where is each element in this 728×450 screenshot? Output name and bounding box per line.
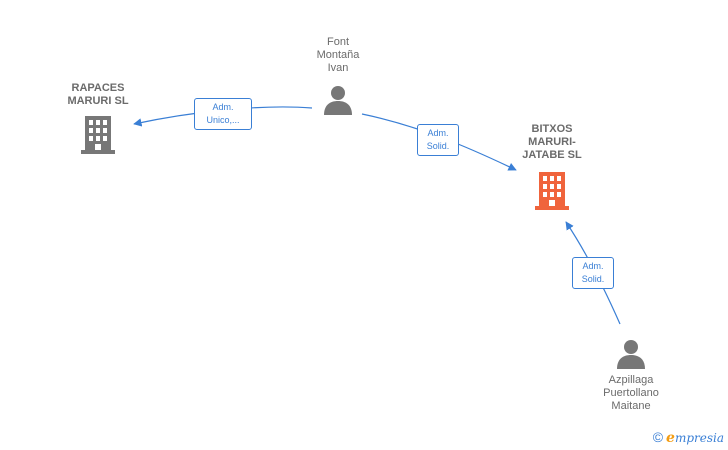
person-icon [617,340,645,369]
copyright-icon: © [652,429,664,445]
node-label-line: BITXOS [531,123,573,135]
node-label-line: Montaña [316,49,360,61]
node-azpillaga-puertollano-maitane[interactable]: Azpillaga Puertollano Maitane [586,339,676,413]
brand-logo-text: mpresia [674,431,724,445]
node-font-montana-ivan[interactable]: Font Montaña Ivan [298,36,378,115]
edge-label-line: Solid. [426,141,450,151]
node-label-line: Ivan [327,62,349,74]
brand-logo-e: e [666,430,675,446]
building-icon [535,172,569,210]
person-icon [324,86,352,115]
node-label-line: Puertollano [603,387,659,399]
edge-label-line: Adm. [212,102,234,112]
edge-label-line: Solid. [581,274,605,284]
node-rapaces-maruri[interactable]: RAPACES MARURI SL [48,82,148,154]
node-bitxos-maruri-jatabe[interactable]: BITXOS MARURI- JATABE SL [502,123,602,210]
node-label-line: Font [326,36,349,48]
node-label-line: MARURI- [528,136,576,148]
edge-label-font-bitxos[interactable]: Adm. Solid. [417,124,459,156]
node-label-line: JATABE SL [522,149,582,161]
brand-footer[interactable]: ©empresia [653,429,724,446]
node-label-line: RAPACES [71,82,125,94]
node-label-line: MARURI SL [67,95,129,107]
edge-label-line: Unico,... [206,115,240,125]
node-label-line: Azpillaga [608,374,654,386]
node-label-line: Maitane [611,400,651,412]
edge-label-line: Adm. [582,261,604,271]
edge-label-azpillaga-bitxos[interactable]: Adm. Solid. [572,257,614,289]
building-icon [81,116,115,154]
edge-label-font-rapaces[interactable]: Adm. Unico,... [194,98,252,130]
edge-label-line: Adm. [427,128,449,138]
